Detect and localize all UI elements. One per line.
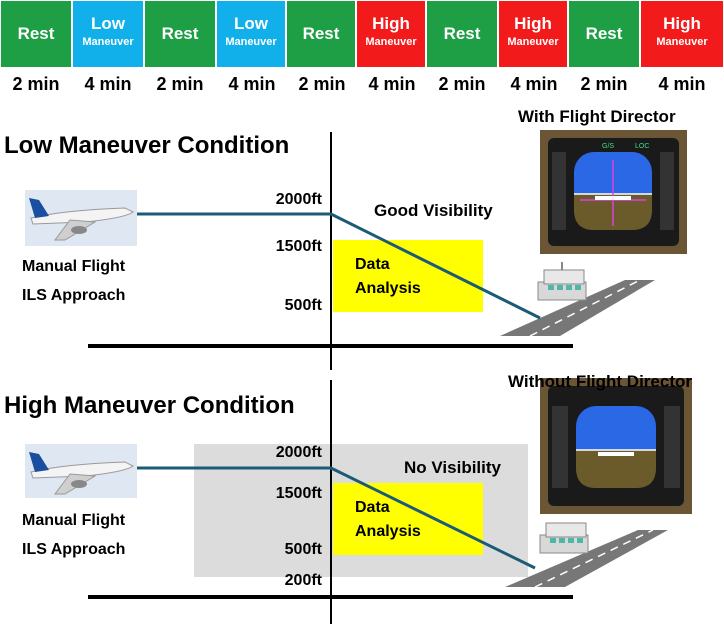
control-tower [539,522,589,554]
segment-label: High [372,14,410,33]
segment-sublabel: Maneuver [225,36,277,48]
segment-sublabel: Maneuver [82,36,134,48]
approach-path [135,466,536,570]
altitude-label: 200ft [284,572,322,589]
svg-text:G/S: G/S [602,143,614,150]
data-analysis-box: Data Analysis [333,483,483,555]
high-condition-title: High Maneuver Condition [4,392,295,419]
segment-low-maneuver: Low Maneuver [216,0,286,68]
low-condition-title: Low Maneuver Condition [4,132,290,159]
duration-label: 4 min [368,74,416,94]
svg-text:LOC: LOC [635,143,649,150]
pfd-display [540,378,692,514]
segment-label: Rest [585,24,623,43]
segment-rest: Rest [426,0,498,68]
segment-label: Low [91,14,125,33]
data-analysis-label: Data [355,499,390,516]
duration-label: 4 min [228,74,276,94]
data-analysis-label: Analysis [355,280,421,297]
altitude-label: 1500ft [275,485,322,502]
aircraft-photo [25,190,137,246]
segment-sublabel: Maneuver [656,36,708,48]
segment-rest: Rest [144,0,216,68]
flight-mode-label: Manual Flight [22,512,126,529]
segment-label: High [514,14,552,33]
segment-high-maneuver: High Maneuver [498,0,568,68]
segment-sublabel: Maneuver [507,36,559,48]
segment-high-maneuver: High Maneuver [356,0,426,68]
display-caption: Without Flight Director [508,372,692,391]
segment-rest: Rest [286,0,356,68]
visibility-label: Good Visibility [374,201,493,220]
approach-type-label: ILS Approach [22,287,126,304]
display-caption: With Flight Director [518,107,676,126]
altitude-label: 2000ft [275,444,322,461]
visibility-label: No Visibility [404,458,501,477]
control-tower [537,262,587,301]
aircraft-photo [25,444,137,498]
segment-label: Rest [161,24,199,43]
altitude-label: 500ft [284,297,322,314]
segment-label: High [663,14,701,33]
segment-label: Low [234,14,268,33]
approach-path [135,212,541,320]
segment-rest: Rest [0,0,72,68]
segment-rest: Rest [568,0,640,68]
runway [500,280,655,336]
segment-sublabel: Maneuver [365,36,417,48]
duration-label: 4 min [84,74,132,94]
duration-label: 2 min [12,74,60,94]
duration-label: 2 min [298,74,346,94]
approach-type-label: ILS Approach [22,541,126,558]
segment-low-maneuver: Low Maneuver [72,0,144,68]
segment-label: Rest [443,24,481,43]
segment-label: Rest [302,24,340,43]
data-analysis-label: Data [355,256,390,273]
duration-label: 2 min [580,74,628,94]
duration-label: 4 min [658,74,706,94]
runway [505,530,668,587]
data-analysis-label: Analysis [355,523,421,540]
duration-label: 2 min [438,74,486,94]
segment-label: Rest [17,24,55,43]
altitude-label: 1500ft [275,238,322,255]
pfd-display: G/S LOC [540,130,687,254]
duration-label: 4 min [510,74,558,94]
altitude-label: 500ft [284,541,322,558]
altitude-label: 2000ft [275,191,322,208]
duration-label: 2 min [156,74,204,94]
flight-mode-label: Manual Flight [22,258,126,275]
